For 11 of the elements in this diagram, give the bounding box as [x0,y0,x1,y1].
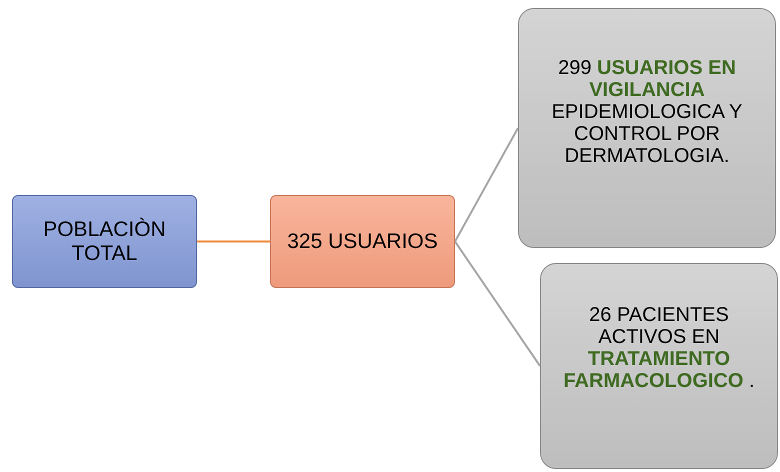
box-label: 26 PACIENTES ACTIVOS EN TRATAMIENTO FARMACOLOGICO . [562,304,756,392]
process-box [270,195,455,288]
box-label: 299 USUARIOS EN VIGILANCIA EPIDEMIOLOGICA Y CONTROL POR DERMATOLOGIA. [550,57,744,167]
box-label: 325 USUARIOS [287,228,438,254]
process-box [518,8,776,248]
box-label: POBLACIÒN TOTAL [42,218,167,266]
process-box [540,263,778,469]
connector-line [197,240,270,242]
connector-line [454,128,519,242]
process-box [12,195,197,288]
connector-line [454,240,541,367]
